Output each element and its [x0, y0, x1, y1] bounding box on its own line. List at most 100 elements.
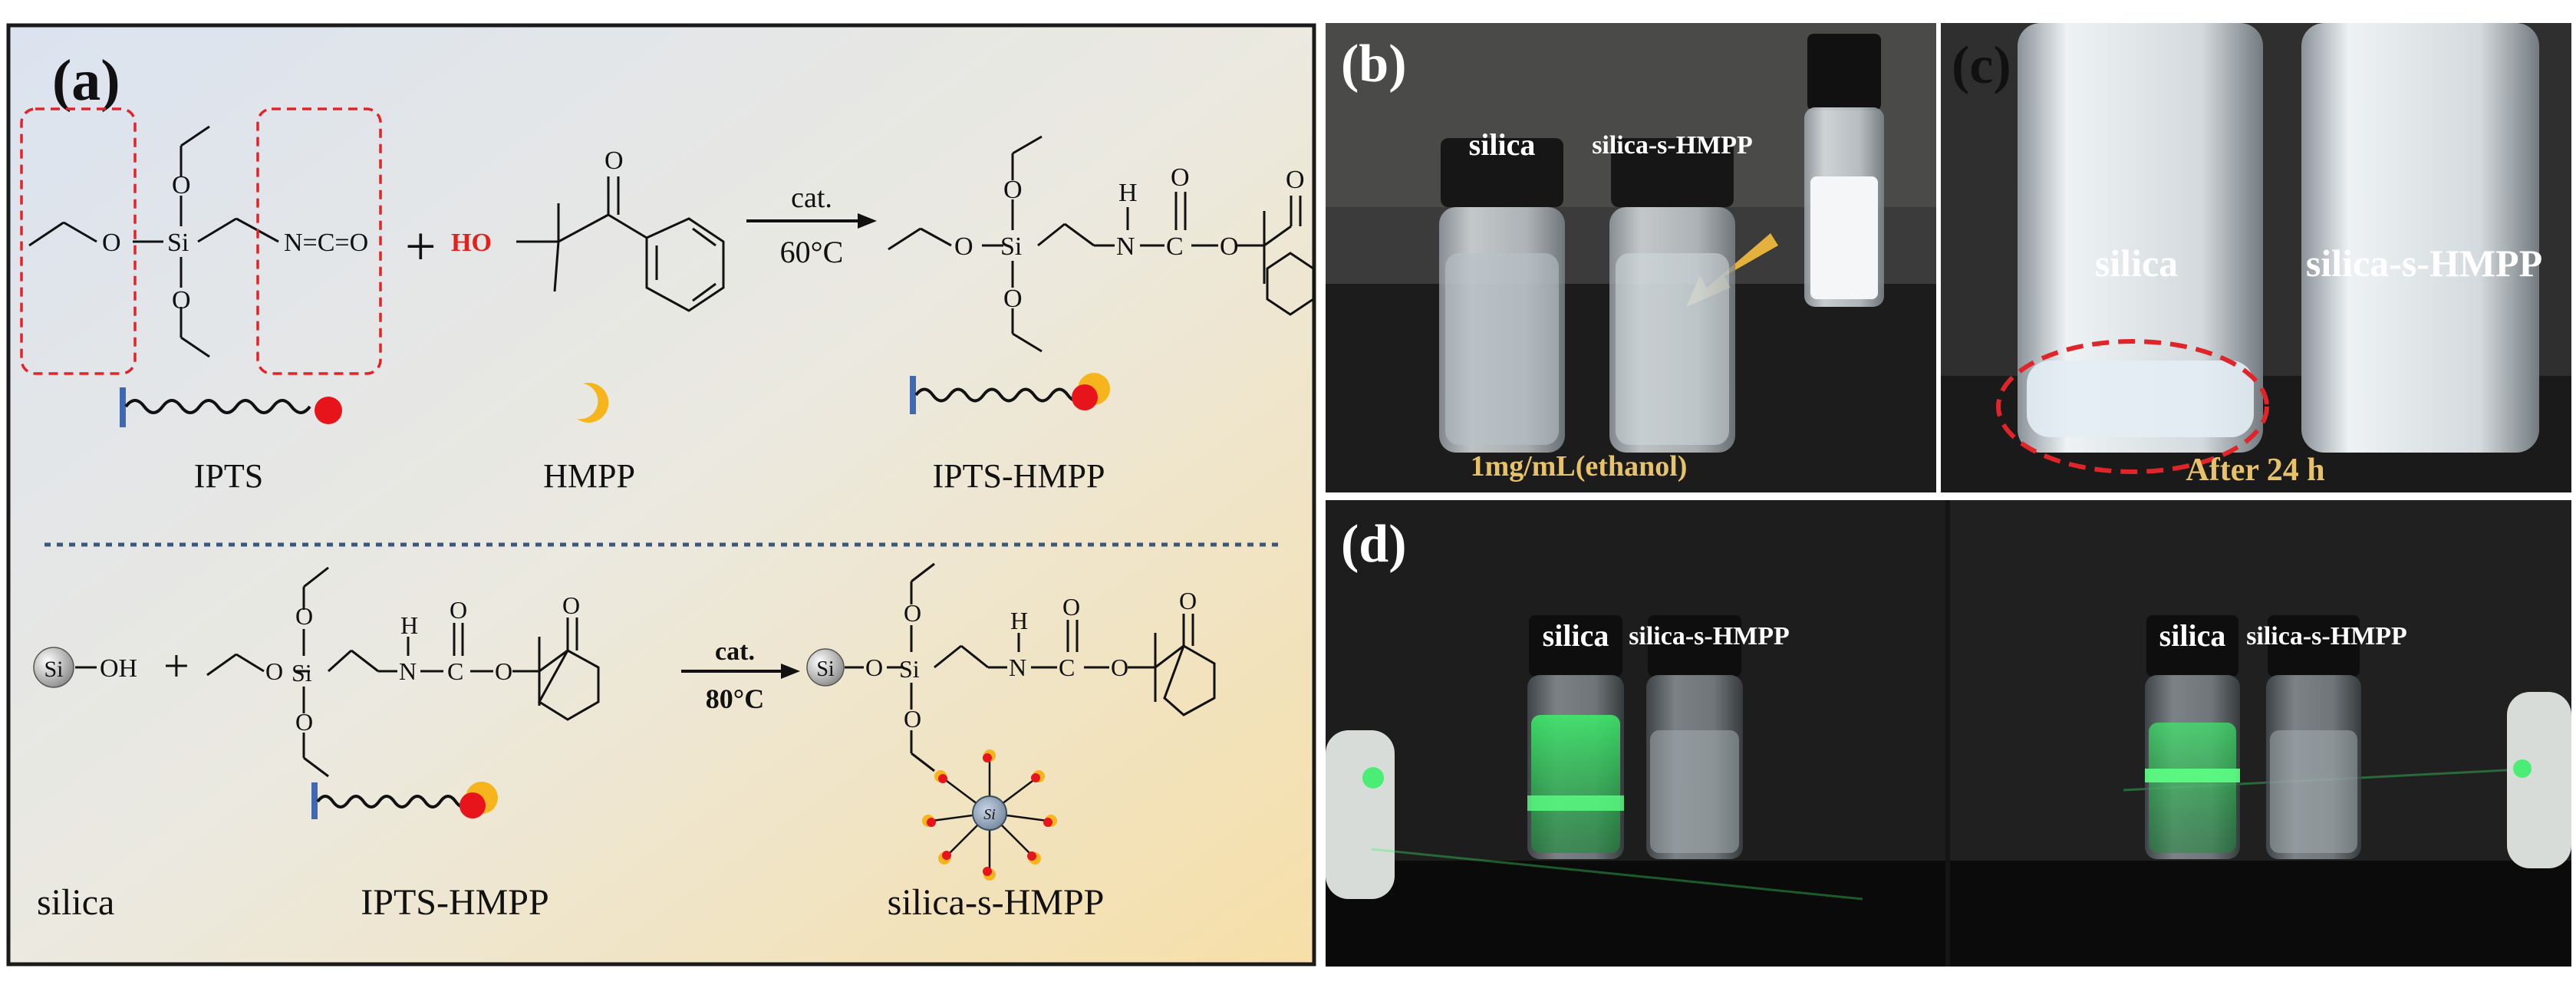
atom-o: O — [1179, 587, 1197, 614]
silica-bead: Si — [33, 647, 74, 688]
core-label: Si — [983, 806, 996, 823]
ipts-hmpp-name-2: IPTS-HMPP — [361, 882, 548, 923]
panel-a: (a) O Si O O N=C=O IPTS + — [6, 23, 1316, 967]
atom-o: O — [172, 171, 191, 199]
vial-silica — [2145, 615, 2240, 859]
atom-h: H — [1010, 607, 1028, 634]
laser-device — [1326, 730, 1395, 899]
vial-label-silica: silica — [1543, 618, 1609, 653]
atom-h: H — [1118, 179, 1138, 207]
panel-d-svg: silica silica-s-HMPP (d) silica silica-s… — [1326, 500, 2571, 967]
atom-o: O — [1111, 654, 1128, 681]
hmpp-molecule — [516, 176, 725, 312]
panel-c-svg: (c) silica silica-s-HMPP After 24 h — [1941, 23, 2571, 492]
atom-n: N — [399, 657, 417, 685]
ipts-name: IPTS — [194, 457, 263, 495]
vial-silica-s-hmpp — [2266, 615, 2361, 859]
tyndall-photo-right: silica silica-s-HMPP — [1950, 500, 2571, 967]
panel-d: silica silica-s-HMPP (d) silica silica-s… — [1326, 500, 2571, 967]
atom-si: Si — [167, 229, 189, 257]
atom-o: O — [1286, 166, 1305, 194]
vial-label-silica: silica — [2159, 618, 2226, 653]
isocyanate-group: N=C=O — [284, 229, 368, 257]
temperature-label-2: 80°C — [706, 683, 764, 714]
atom-si: Si — [292, 659, 312, 687]
atom-si: Si — [1000, 232, 1022, 261]
atom-c: C — [447, 657, 463, 685]
reaction-arrow-2 — [681, 664, 800, 679]
silica-bead-label: Si — [44, 657, 63, 682]
hydroxyl-oh: OH — [100, 654, 137, 683]
vial-silica-s-hmpp — [1646, 615, 1743, 859]
sediment-highlight — [1996, 339, 2269, 474]
atom-c: C — [1059, 654, 1075, 681]
atom-n: N — [1009, 654, 1026, 681]
atom-o: O — [102, 229, 121, 257]
vial-silica-s-hmpp — [2301, 23, 2539, 453]
hydroxyl-ho: HO — [451, 229, 492, 257]
ipts-hmpp-icon — [910, 373, 1110, 414]
powder-vial — [1804, 34, 1884, 307]
vial-label-silica-s-hmpp: silica-s-HMPP — [1592, 131, 1753, 160]
atom-n: N — [1116, 232, 1135, 261]
atom-o: O — [604, 147, 624, 175]
atom-c: C — [1166, 232, 1184, 261]
isocyanate-highlight-box — [256, 107, 382, 375]
catalyst-label-2: cat. — [715, 637, 755, 666]
ipts-hmpp-molecule-2 — [206, 566, 600, 778]
panel-b: (b) silica silica-s-HMPP 1mg/mL(ethanol) — [1326, 23, 1936, 492]
silica-bead-product: Si — [806, 648, 845, 687]
silane-highlight-box — [20, 107, 137, 375]
ipts-hmpp-icon-2 — [311, 782, 498, 819]
concentration-caption: 1mg/mL(ethanol) — [1471, 450, 1688, 482]
silica-s-hmpp-star-icon: Si — [922, 749, 1057, 881]
silica-bead-label: Si — [816, 657, 835, 681]
atom-o: O — [1003, 285, 1023, 313]
temperature-label-1: 60°C — [780, 235, 844, 269]
vial-silica — [2018, 23, 2263, 453]
panel-a-background — [6, 23, 1316, 967]
vial-label-silica: silica — [2095, 242, 2178, 285]
panel-d-label: (d) — [1341, 515, 1407, 574]
atom-o: O — [495, 657, 512, 685]
silica-name: silica — [37, 882, 114, 923]
vial-silica — [1527, 615, 1624, 859]
panel-a-label: (a) — [52, 48, 120, 113]
atom-o: O — [865, 654, 883, 681]
hmpp-icon — [577, 382, 609, 423]
atom-o: O — [904, 599, 921, 627]
atom-o: O — [904, 705, 921, 733]
silica-s-hmpp-name: silica-s-HMPP — [888, 882, 1105, 923]
plus-sign: + — [405, 216, 436, 277]
atom-si: Si — [899, 655, 920, 683]
time-caption: After 24 h — [2186, 453, 2324, 488]
ipts-hmpp-molecule — [888, 135, 1302, 353]
tyndall-photo-left: silica silica-s-HMPP — [1326, 500, 1945, 967]
atom-o: O — [295, 602, 313, 630]
vial-label-silica: silica — [1469, 127, 1536, 162]
atom-o: O — [1003, 176, 1023, 204]
atom-o: O — [1220, 232, 1239, 261]
vial-label-silica-s-hmpp: silica-s-HMPP — [1629, 622, 1790, 650]
atom-o: O — [172, 286, 191, 315]
atom-o: O — [1062, 593, 1080, 621]
plus-sign: + — [163, 641, 189, 691]
catalyst-label-1: cat. — [791, 182, 832, 214]
silica-s-hmpp-molecule — [845, 562, 1216, 772]
panel-a-svg: (a) O Si O O N=C=O IPTS + — [6, 23, 1316, 967]
benzene-ring — [1266, 252, 1315, 316]
panel-b-svg: (b) silica silica-s-HMPP 1mg/mL(ethanol) — [1326, 23, 1936, 492]
atom-o: O — [450, 596, 467, 624]
vial-silica — [1439, 138, 1565, 453]
atom-h: H — [400, 611, 418, 639]
panel-c: (c) silica silica-s-HMPP After 24 h — [1941, 23, 2571, 492]
panel-c-label: (c) — [1952, 36, 2011, 95]
vial-label-silica-s-hmpp: silica-s-HMPP — [2246, 622, 2407, 650]
atom-o: O — [562, 591, 580, 619]
vial-silica-s-hmpp — [1609, 138, 1735, 453]
ipts-chain-icon — [120, 387, 342, 427]
hmpp-name: HMPP — [543, 457, 635, 495]
reaction-arrow-1 — [746, 213, 877, 229]
atom-o: O — [1171, 163, 1190, 192]
atom-o: O — [954, 232, 973, 261]
